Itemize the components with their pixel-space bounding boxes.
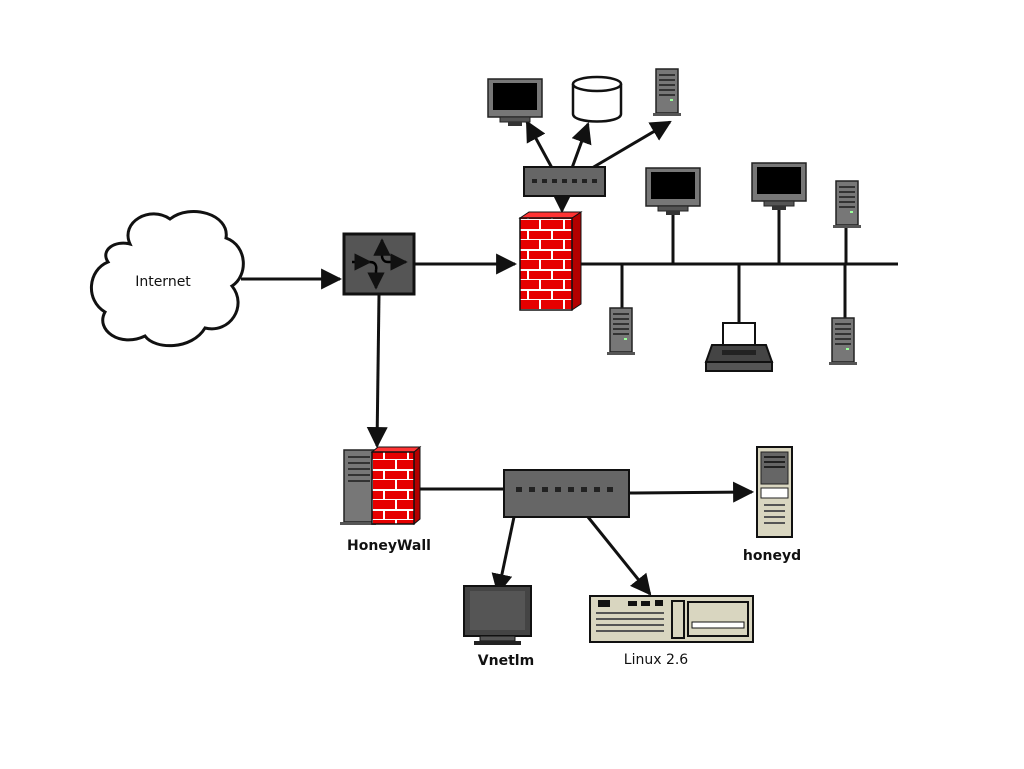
honeyd: honeyd	[743, 446, 801, 564]
vnetlm: Vnetlm	[463, 585, 534, 669]
vnetlm-label: Vnetlm	[478, 653, 534, 669]
lan-monitor-2	[751, 162, 807, 211]
lan-monitor-1	[645, 167, 701, 216]
monitor-icon	[487, 78, 543, 127]
lan-server-bottom-left	[606, 307, 636, 356]
server-tower-icon	[652, 68, 682, 117]
firewall-icon	[370, 445, 422, 526]
router	[342, 232, 416, 296]
cloud-icon	[89, 210, 245, 348]
firewall-icon	[518, 211, 583, 311]
monitor-icon	[463, 585, 532, 645]
switch-bottom	[503, 469, 630, 518]
server-tower-icon	[828, 317, 858, 366]
honeywall: HoneyWall	[340, 445, 431, 554]
firewall-top	[518, 211, 583, 311]
switch-icon	[503, 469, 630, 518]
desktop-computer-icon	[589, 595, 754, 643]
top-database	[571, 75, 623, 123]
server-tower-icon	[606, 307, 636, 356]
monitor-icon	[645, 167, 701, 216]
server-tower-icon	[832, 180, 862, 229]
lan-server-top-right	[832, 180, 862, 229]
router-icon	[352, 238, 408, 290]
top-monitor	[487, 78, 543, 127]
switch-top	[523, 166, 606, 197]
top-server	[652, 68, 682, 117]
honeywall-label: HoneyWall	[347, 538, 431, 554]
internet-label: Internet	[135, 274, 191, 290]
printer-icon	[704, 322, 774, 372]
monitor-icon	[751, 162, 807, 211]
connection-lines	[241, 120, 898, 596]
lan-printer	[704, 322, 774, 372]
database-icon	[571, 75, 623, 123]
honeyd-label: honeyd	[743, 548, 801, 564]
internet-cloud: Internet	[89, 210, 245, 348]
linux-host: Linux 2.6	[589, 595, 754, 668]
linux-label: Linux 2.6	[624, 652, 689, 668]
server-tower-icon	[756, 446, 793, 538]
lan-server-bottom-right	[828, 317, 858, 366]
